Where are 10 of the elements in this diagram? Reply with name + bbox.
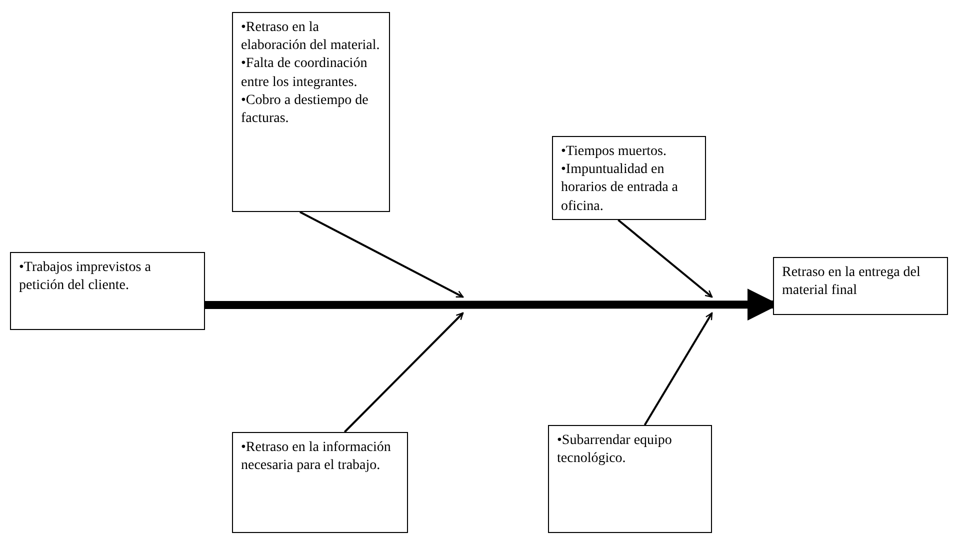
cause-box: •Subarrendar equipo tecnológico.	[548, 425, 712, 533]
cause-box: •Retraso en la información necesaria para el trabajo.	[232, 432, 408, 533]
cause-box: •Tiempos muertos. •Impuntualidad en horarios de entrada a oficina.	[552, 136, 706, 220]
arrow	[299, 211, 464, 298]
cause-box: Retraso en la entrega del material final	[773, 257, 948, 315]
arrow	[618, 219, 713, 298]
arrow	[344, 312, 464, 433]
arrow	[644, 312, 713, 426]
cause-box: •Trabajos imprevistos a petición del cliente.	[10, 252, 205, 330]
cause-box: •Retraso en la elaboración del material. •Falta de coordinación entre los integrantes. •Cobro a destiempo de facturas.	[232, 12, 390, 212]
